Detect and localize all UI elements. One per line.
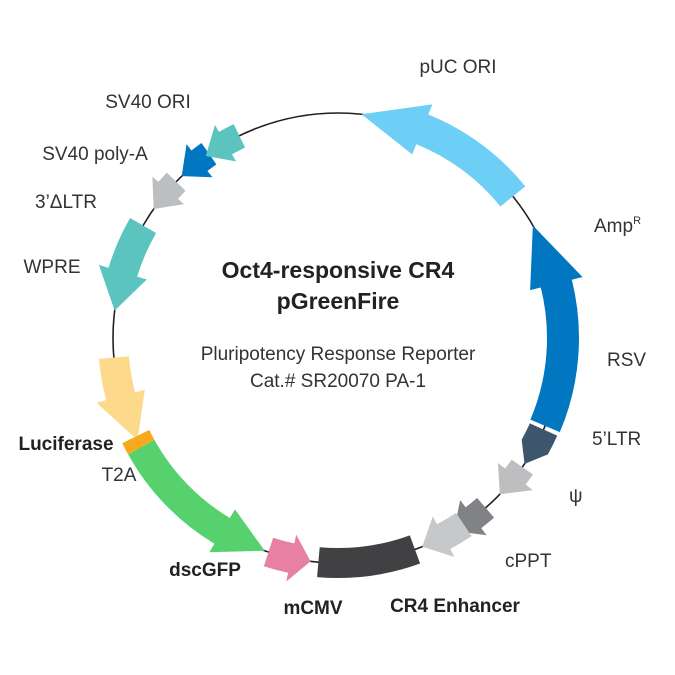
feature-layer (96, 104, 583, 582)
label-wpre: WPRE (24, 257, 81, 278)
label-amp: AmpR (594, 215, 641, 237)
feature-mcmv (263, 534, 311, 582)
label-mcmv: mCMV (283, 598, 342, 619)
feature-t2a (122, 430, 155, 455)
map-subtitle-line1: Pluripotency Response Reporter (201, 344, 476, 365)
label-rsv: RSV (607, 350, 646, 371)
feature-rsv (521, 423, 558, 464)
map-title-line2: pGreenFire (277, 288, 400, 314)
label-cr4-enhancer: CR4 Enhancer (390, 596, 520, 617)
label-sv40-polya: SV40 poly-A (42, 144, 148, 165)
label-sv40-ori: SV40 ORI (105, 92, 191, 113)
label-cppt: cPPT (505, 551, 552, 572)
label-5ltr: 5’LTR (592, 429, 641, 450)
label-t2a: T2A (102, 465, 137, 486)
feature-puc-ori (361, 104, 526, 207)
feature-luciferase (96, 356, 145, 441)
label-amp-text: Amp (594, 216, 633, 237)
map-title-line1: Oct4-responsive CR4 (222, 257, 455, 283)
feature-cppt (422, 512, 472, 557)
feature-amp (530, 225, 583, 433)
feature-cr4-enhancer (317, 535, 421, 579)
label-puc-ori: pUC ORI (419, 57, 496, 78)
label-3dltr: 3’ΔLTR (35, 192, 97, 213)
feature-wpre (98, 218, 157, 311)
feature-3dltr (152, 172, 186, 209)
feature-sv40-ori (205, 124, 246, 162)
feature-5ltr (497, 459, 533, 495)
feature-sv40-polya (181, 143, 217, 178)
feature-dscgfp (128, 439, 265, 553)
label-dscgfp: dscGFP (169, 560, 241, 581)
label-psi: ψ (569, 486, 583, 507)
label-luciferase: Luciferase (18, 434, 113, 455)
label-amp-superscript: R (633, 215, 641, 227)
map-subtitle-line2: Cat.# SR20070 PA-1 (250, 371, 426, 392)
